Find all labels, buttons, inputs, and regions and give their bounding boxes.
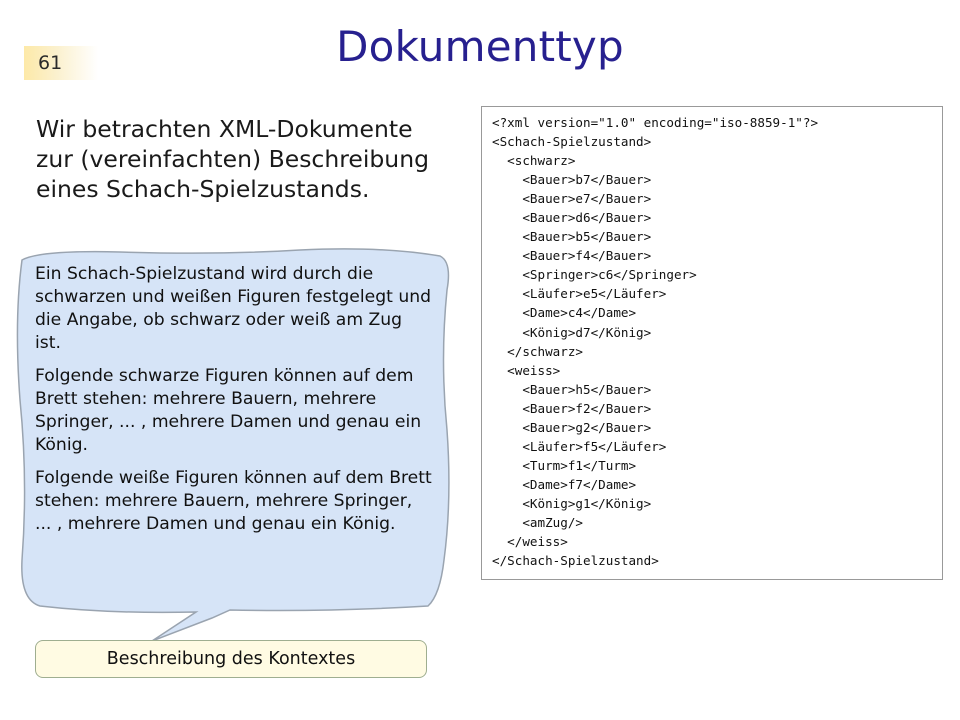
code-line: <Schach-Spielzustand> [492,134,652,150]
callout-text: Ein Schach-Spielzustand wird durch die s… [35,263,433,546]
code-line: <Bauer>e7</Bauer> [492,191,652,207]
code-line: <Bauer>f2</Bauer> [492,400,652,416]
code-line: <König>d7</König> [492,324,652,340]
code-line: <Dame>f7</Dame> [492,476,637,492]
intro-text: Wir betrachten XML-Dokumente zur (verein… [36,115,430,203]
code-line: <Bauer>f4</Bauer> [492,248,652,264]
page-number: 61 [24,46,98,80]
code-line: </schwarz> [492,343,583,359]
code-line: <Dame>c4</Dame> [492,305,637,321]
slide-title: Dokumenttyp [336,22,624,71]
code-line: <?xml version="1.0" encoding="iso-8859-1… [492,115,819,130]
callout-paragraph: Folgende weiße Figuren können auf dem Br… [35,468,432,534]
code-line: <Bauer>b5</Bauer> [492,229,652,245]
callout-paragraph: Ein Schach-Spielzustand wird durch die s… [35,264,432,353]
code-line: <Springer>c6</Springer> [492,267,697,283]
code-line: <Bauer>g2</Bauer> [492,419,652,435]
code-line: <Bauer>d6</Bauer> [492,210,652,226]
code-line: <Läufer>f5</Läufer> [492,438,667,454]
code-line: <Turm>f1</Turm> [492,457,637,473]
code-line: <König>g1</König> [492,495,652,511]
code-line: <schwarz> [492,153,576,169]
code-line: </Schach-Spielzustand> [492,553,659,569]
code-line: <Läufer>e5</Läufer> [492,286,667,302]
code-line: </weiss> [492,534,568,550]
callout-paragraph: Folgende schwarze Figuren können auf dem… [35,366,422,455]
code-line: <amZug/> [492,514,583,530]
xml-code-listing: <?xml version="1.0" encoding="iso-8859-1… [481,106,943,580]
callout-caption: Beschreibung des Kontextes [35,640,427,678]
code-line: <Bauer>b7</Bauer> [492,172,652,188]
code-line: <weiss> [492,362,561,378]
code-line: <Bauer>h5</Bauer> [492,381,652,397]
